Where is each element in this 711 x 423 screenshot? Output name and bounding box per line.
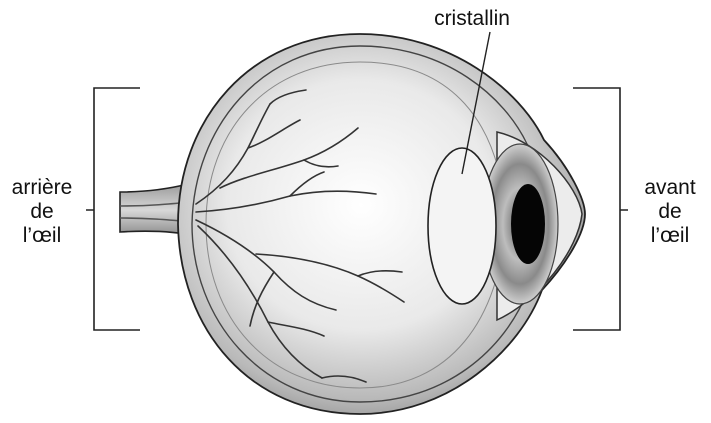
- front-of-eye-line-1: avant: [628, 176, 711, 200]
- lens-label-text: cristallin: [412, 7, 532, 31]
- pupil: [511, 184, 545, 264]
- back-of-eye-label: arrière de l’œil: [0, 176, 84, 248]
- lens-label: cristallin: [412, 7, 532, 31]
- front-of-eye-line-2: de: [628, 200, 711, 224]
- back-of-eye-line-1: arrière: [0, 176, 84, 200]
- front-of-eye-label: avant de l’œil: [628, 176, 711, 248]
- back-of-eye-line-2: de: [0, 200, 84, 224]
- back-of-eye-line-3: l’œil: [0, 224, 84, 248]
- front-of-eye-line-3: l’œil: [628, 224, 711, 248]
